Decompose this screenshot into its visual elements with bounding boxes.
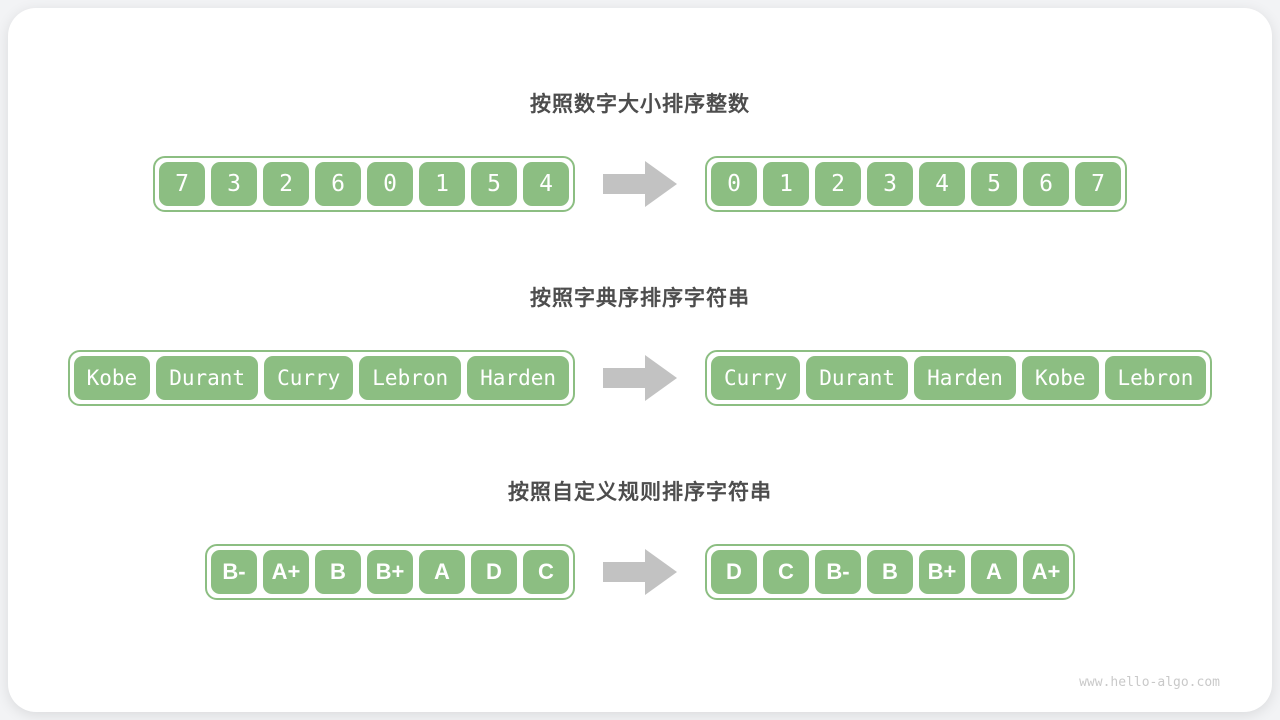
- array-cell: 4: [523, 162, 569, 206]
- array-cell: Curry: [711, 356, 801, 400]
- array-cell: 5: [471, 162, 517, 206]
- array-cell: Durant: [806, 356, 909, 400]
- array-cell: B: [867, 550, 913, 594]
- array-cell: 7: [159, 162, 205, 206]
- array-cell: Durant: [156, 356, 259, 400]
- array-cell: A: [971, 550, 1017, 594]
- row-title: 按照数字大小排序整数: [530, 93, 750, 116]
- array-cell: B-: [815, 550, 861, 594]
- array-cell: 3: [211, 162, 257, 206]
- array-cell: 0: [711, 162, 757, 206]
- array-cell: 5: [971, 162, 1017, 206]
- array-cell: 2: [815, 162, 861, 206]
- array-cell: 2: [263, 162, 309, 206]
- array-cell: B+: [367, 550, 413, 594]
- array-cell: 6: [315, 162, 361, 206]
- array-cell: C: [763, 550, 809, 594]
- array-cell: Harden: [467, 356, 569, 400]
- arrow-right-icon: [603, 549, 677, 595]
- arrow-right-icon: [603, 161, 677, 207]
- array-cell: B: [315, 550, 361, 594]
- array-cell: 4: [919, 162, 965, 206]
- row-title: 按照自定义规则排序字符串: [508, 481, 772, 504]
- array-cell: 1: [763, 162, 809, 206]
- array-cell: 6: [1023, 162, 1069, 206]
- array-cell: 1: [419, 162, 465, 206]
- watermark: www.hello-algo.com: [1079, 675, 1220, 690]
- arrow-right-icon: [603, 355, 677, 401]
- array-cell: 3: [867, 162, 913, 206]
- array-cell: B+: [919, 550, 965, 594]
- array-cell: 0: [367, 162, 413, 206]
- array-cell: Kobe: [1021, 356, 1099, 400]
- array-cell: C: [523, 550, 569, 594]
- array-cell: B-: [211, 550, 257, 594]
- array-cell: 7: [1075, 162, 1121, 206]
- row-title: 按照字典序排序字符串: [530, 287, 750, 310]
- array-cell: A+: [1023, 550, 1069, 594]
- array-cell: Harden: [914, 356, 1016, 400]
- array-cell: Lebron: [359, 356, 462, 400]
- array-cell: Lebron: [1104, 356, 1207, 400]
- array-cell: A: [419, 550, 465, 594]
- array-cell: D: [711, 550, 757, 594]
- array-cell: D: [471, 550, 517, 594]
- array-cell: A+: [263, 550, 309, 594]
- array-cell: Curry: [264, 356, 354, 400]
- array-cell: Kobe: [73, 356, 151, 400]
